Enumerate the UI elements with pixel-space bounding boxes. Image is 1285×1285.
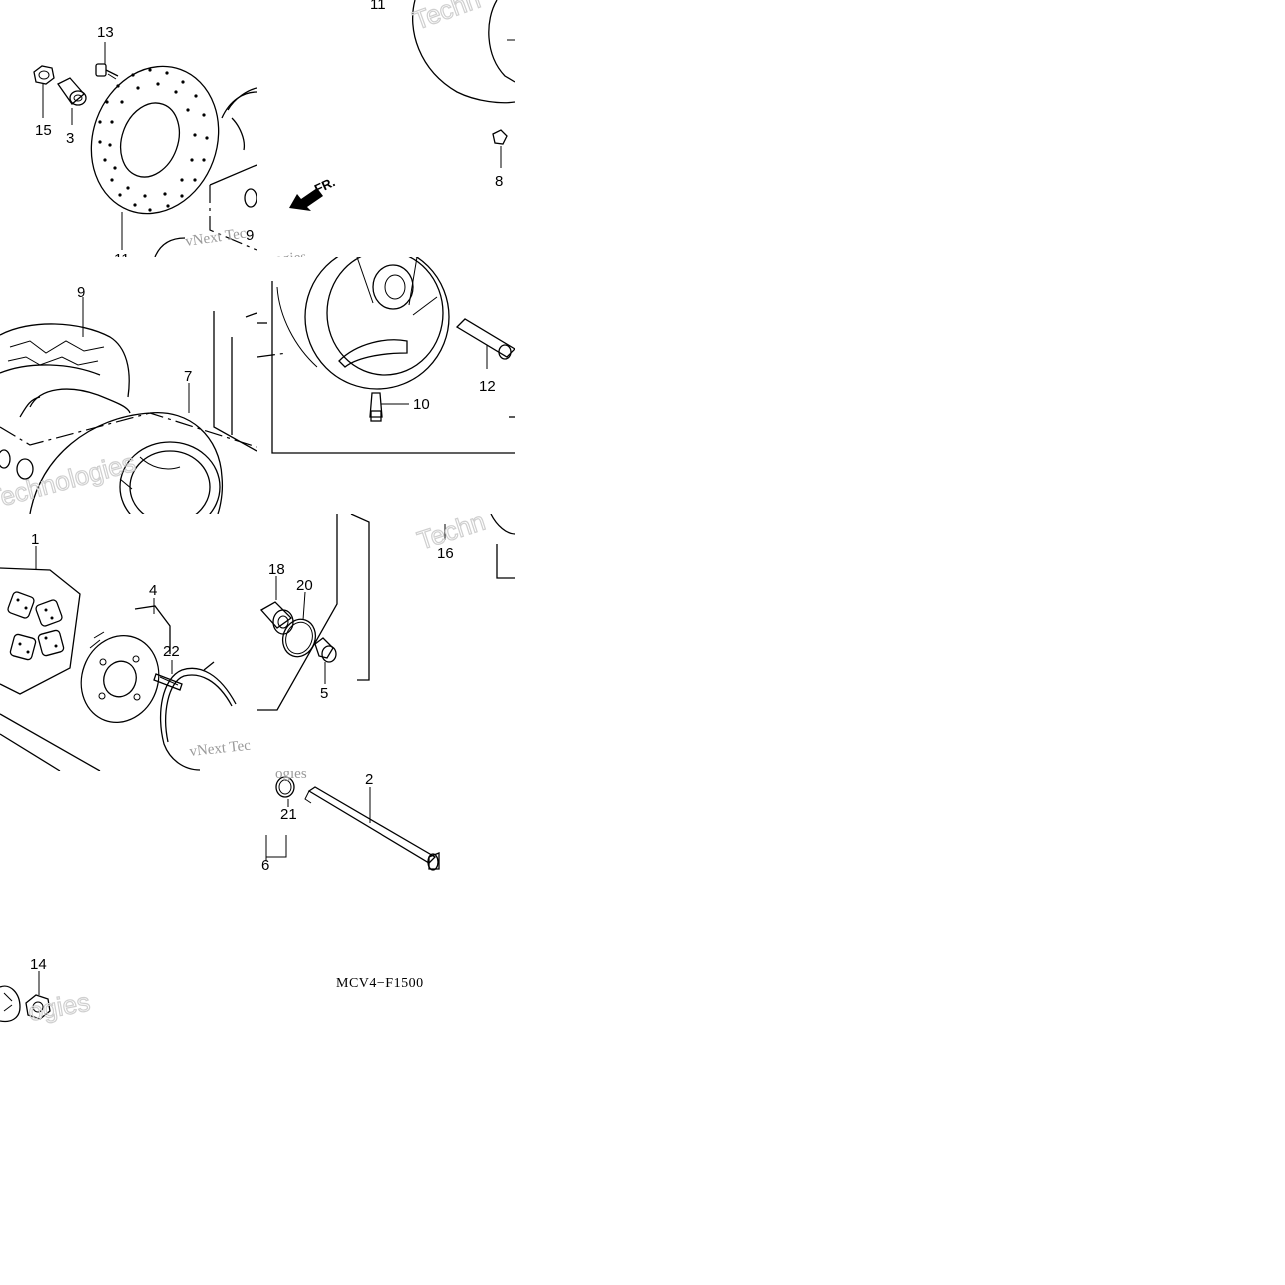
watermark-technologies: Technologies [0,447,139,514]
rim-7-icon [29,412,224,514]
callout-12: 12 [479,378,496,395]
axle-icon [304,786,440,871]
callout-7: 7 [184,368,192,385]
circlip-icon [159,661,237,771]
watermark-ogies-3: ogies [275,771,307,782]
tire-9-icon [0,323,131,418]
hub-fragment-icon [0,985,21,1023]
front-label: FR. [312,174,337,196]
o-ring-icon [281,618,317,658]
callout-11: 11 [370,0,386,13]
callout-15: 15 [35,122,52,139]
nut-icon [33,65,55,85]
callout-9: 9 [77,284,85,301]
watermark-vnext-2: vNext Tec [189,738,252,760]
callout-13: 13 [97,24,114,41]
callout-5: 5 [320,685,328,702]
watermark-vnext: vNext Tec [184,226,248,250]
tile-nut: 14 ogies [0,771,257,1028]
callout-2: 2 [365,771,373,788]
callout-10: 10 [413,396,430,413]
bearing-icon [259,601,294,635]
callout-22: 22 [163,643,180,660]
hub-flange-icon [80,631,160,723]
tire-icon [412,0,515,104]
bolt-icon [95,63,119,80]
axle-nut-icon [25,994,51,1020]
callout-20: 20 [296,577,313,594]
watermark-ogies: ogies [274,249,307,257]
collar-icon [57,77,87,106]
valve-stem-icon [369,392,409,422]
callout-18: 18 [268,561,285,578]
diagram-code: MCV4−F1500 [336,976,424,991]
tile-brake-disc: 13 15 3 11 9 vNext Tec [0,0,257,257]
front-arrow-icon: FR. [289,174,337,211]
callout-16: 16 [437,545,454,562]
side-collar-icon [314,637,337,663]
spacer-icon [455,318,515,369]
tile-tire-top: FR. 11 8 Techn ogies [257,0,515,257]
brake-disc-icon [90,65,220,215]
watermark-ogies-2: ogies [26,987,92,1027]
watermark-tech: Techn [409,0,484,36]
damper-rubber-icon [0,567,81,695]
tile-bearing: 18 20 5 16 Techn [257,514,515,771]
tile-tire-rim: 9 7 Technologies [0,257,257,514]
callout-14: 14 [30,956,47,973]
callout-4: 4 [149,582,157,599]
wheel-icon [276,257,450,390]
tile-axle: 2 21 6 MCV4−F1500 ogies [257,771,515,1028]
callout-6: 6 [261,857,269,874]
callout-1: 1 [31,531,39,548]
callout-3: 3 [66,130,74,147]
callout-8: 8 [495,173,503,190]
small-o-ring-icon [275,776,295,798]
tile-wheel: 10 12 [257,257,515,514]
callout-11-lower: 11 [114,251,130,257]
tile-damper-hub: 1 4 22 vNext Tec [0,514,257,771]
valve-cap-icon [492,129,508,168]
callout-21: 21 [280,806,297,823]
callout-9-partial: 9 [246,227,254,244]
